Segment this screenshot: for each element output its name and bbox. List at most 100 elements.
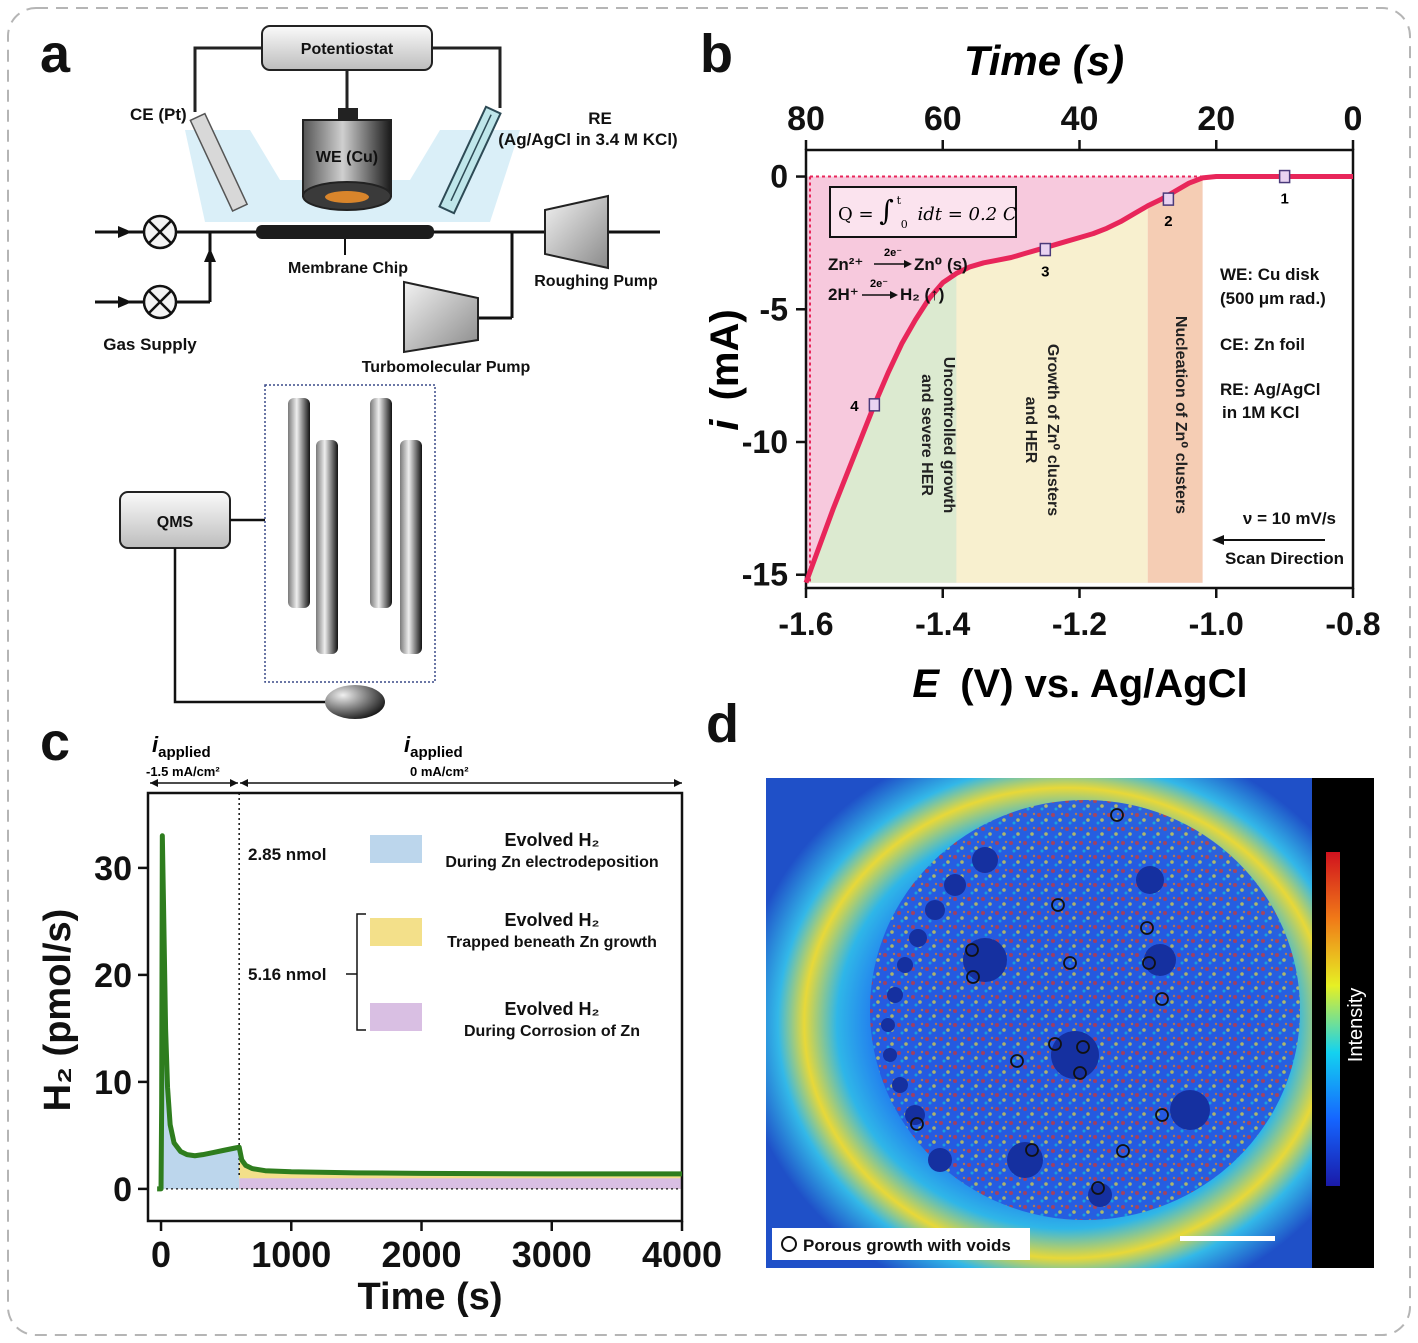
b-top-tick-label: 40 bbox=[1061, 100, 1099, 138]
b-rxn1-e: 2e⁻ bbox=[884, 247, 902, 259]
b-rxn2-e: 2e⁻ bbox=[870, 278, 888, 290]
c-series-h2 bbox=[157, 833, 682, 1192]
c-plot-frame bbox=[146, 791, 684, 1223]
b-x-tick-label: -0.8 bbox=[1325, 606, 1380, 642]
b-marker bbox=[1162, 192, 1175, 206]
c-legend-2-title: Evolved H₂ bbox=[504, 910, 599, 930]
c-brace bbox=[356, 913, 366, 1031]
b-y-tick-label: 0 bbox=[770, 159, 788, 195]
c-iapplied-1: iapplied bbox=[152, 732, 211, 761]
b-info-re1: RE: Ag/AgCl bbox=[1220, 380, 1320, 399]
b-info-we2: (500 μm rad.) bbox=[1220, 289, 1326, 308]
d-colorbar-label: Intensity bbox=[1345, 988, 1367, 1062]
b-y-tick-label: -15 bbox=[742, 557, 788, 593]
b-y-axis-title: i (mA) bbox=[703, 309, 747, 430]
c-x-tick-label: 4000 bbox=[642, 1234, 722, 1275]
we-connector bbox=[338, 108, 358, 120]
b-info-re2: in 1M KCl bbox=[1222, 403, 1299, 422]
gas-riser-arrow bbox=[204, 248, 216, 262]
c-y-axis-title: H₂ (pmol/s) bbox=[37, 909, 79, 1112]
b-rxn2-rhs: H₂ (↑) bbox=[900, 285, 944, 304]
qms-label: QMS bbox=[157, 514, 194, 531]
b-region3-label: Nucleation of Zn⁰ clusters bbox=[1172, 316, 1189, 514]
b-x-tick-label: -1.6 bbox=[778, 606, 833, 642]
b-marker bbox=[1039, 242, 1052, 257]
re-label-1: RE bbox=[588, 109, 612, 128]
qms-detector-line bbox=[173, 548, 330, 704]
inlet-arrow-2 bbox=[118, 296, 132, 308]
valve-2[interactable] bbox=[142, 284, 178, 320]
b-top-tick-label: 0 bbox=[1344, 100, 1363, 138]
c-y-tick-label: 0 bbox=[113, 1171, 132, 1209]
c-amount-2: 5.16 nmol bbox=[248, 965, 326, 984]
membrane-chip bbox=[256, 225, 434, 239]
b-x-tick-label: -1.2 bbox=[1052, 606, 1107, 642]
b-x-ticks: -1.6-1.4-1.2-1.0-0.8 bbox=[778, 588, 1381, 642]
membrane-label: Membrane Chip bbox=[288, 260, 408, 277]
b-scan-rate: ν = 10 mV/s bbox=[1243, 509, 1336, 528]
gas-supply-label: Gas Supply bbox=[103, 335, 197, 354]
b-y-tick-label: -10 bbox=[742, 424, 788, 460]
panel-letter-d: d bbox=[706, 694, 739, 754]
roughing-pump-label: Roughing Pump bbox=[534, 273, 658, 290]
b-rxn1-rhs: Zn⁰ (s) bbox=[914, 255, 968, 274]
b-rxn1-lhs: Zn²⁺ bbox=[828, 255, 863, 274]
c-x-tick-label: 2000 bbox=[381, 1234, 461, 1275]
inlet-arrow-1 bbox=[118, 226, 132, 238]
d-colorbar bbox=[1326, 852, 1340, 1186]
b-info-ce: CE: Zn foil bbox=[1220, 335, 1305, 354]
c-legend-2-sub: Trapped beneath Zn growth bbox=[447, 934, 657, 951]
b-region1-label-1: Uncontrolled growth bbox=[940, 357, 957, 513]
panel-letter-a: a bbox=[40, 24, 71, 84]
c-fill-deposition bbox=[161, 835, 240, 1189]
b-top-tick-label: 20 bbox=[1197, 100, 1235, 138]
electrolyte-cell bbox=[185, 130, 520, 222]
panel-a: a Potentiostat WE (Cu) CE (Pt) RE (Ag/Ag… bbox=[40, 24, 678, 719]
quadrupole-rods bbox=[288, 398, 422, 654]
roughing-pump bbox=[544, 194, 609, 270]
we-label: WE (Cu) bbox=[316, 149, 378, 166]
b-marker-label: 3 bbox=[1041, 264, 1049, 281]
turbo-pump bbox=[403, 280, 479, 354]
b-top-tick-label: 60 bbox=[924, 100, 962, 138]
c-legend-3-title: Evolved H₂ bbox=[504, 999, 599, 1019]
b-region-orange bbox=[1147, 177, 1203, 583]
re-electrode bbox=[438, 105, 502, 215]
we-copper-disk bbox=[325, 191, 369, 203]
b-ylabel-i: i bbox=[703, 419, 747, 431]
c-legend-1-sub: During Zn electrodeposition bbox=[445, 854, 658, 871]
c-amount-1: 2.85 nmol bbox=[248, 845, 326, 864]
c-x-tick-label: 0 bbox=[151, 1234, 171, 1275]
b-x-tick-label: -1.0 bbox=[1189, 606, 1244, 642]
c-legend-swatch-1 bbox=[370, 835, 422, 863]
b-region2-label-2: and HER bbox=[1022, 397, 1039, 464]
b-y-tick-label: -5 bbox=[760, 291, 788, 327]
c-y-tick-label: 30 bbox=[94, 850, 132, 888]
panel-b: b Time (s) -1.6-1.4-1.2-1.0-0.8 0-5-10-1… bbox=[700, 24, 1381, 706]
valve-1[interactable] bbox=[142, 214, 178, 250]
c-fill-corrosion bbox=[239, 1178, 683, 1189]
re-wire bbox=[432, 46, 502, 108]
b-top-tick-label: 80 bbox=[787, 100, 825, 138]
ce-label: CE (Pt) bbox=[130, 105, 187, 124]
d-scale-bar bbox=[1180, 1236, 1275, 1241]
b-scan-direction: Scan Direction bbox=[1225, 549, 1344, 568]
c-y-tick-label: 10 bbox=[94, 1064, 132, 1102]
panel-letter-b: b bbox=[700, 24, 733, 84]
panel-c: c iapplied -1.5 mA/cm² iapplied 0 mA/cm²… bbox=[37, 712, 722, 1318]
c-iapplied-1-value: -1.5 mA/cm² bbox=[146, 764, 220, 779]
b-top-axis-title: Time (s) bbox=[964, 37, 1124, 84]
b-charge-equation: Q = ∫ t 0 idt = 0.2 C bbox=[838, 188, 1017, 233]
figure-frame bbox=[7, 7, 1411, 1336]
b-region1-label-2: and severe HER bbox=[918, 374, 935, 496]
c-iapplied-2-value: 0 mA/cm² bbox=[410, 764, 469, 779]
b-info-we1: WE: Cu disk bbox=[1220, 265, 1320, 284]
b-xlabel-rest: (V) vs. Ag/AgCl bbox=[960, 662, 1247, 706]
b-regions bbox=[806, 176, 1203, 583]
b-charge-box bbox=[829, 186, 1017, 238]
c-fills bbox=[161, 835, 683, 1189]
ce-wire bbox=[193, 46, 262, 112]
c-legend-swatch-3 bbox=[370, 1003, 422, 1031]
